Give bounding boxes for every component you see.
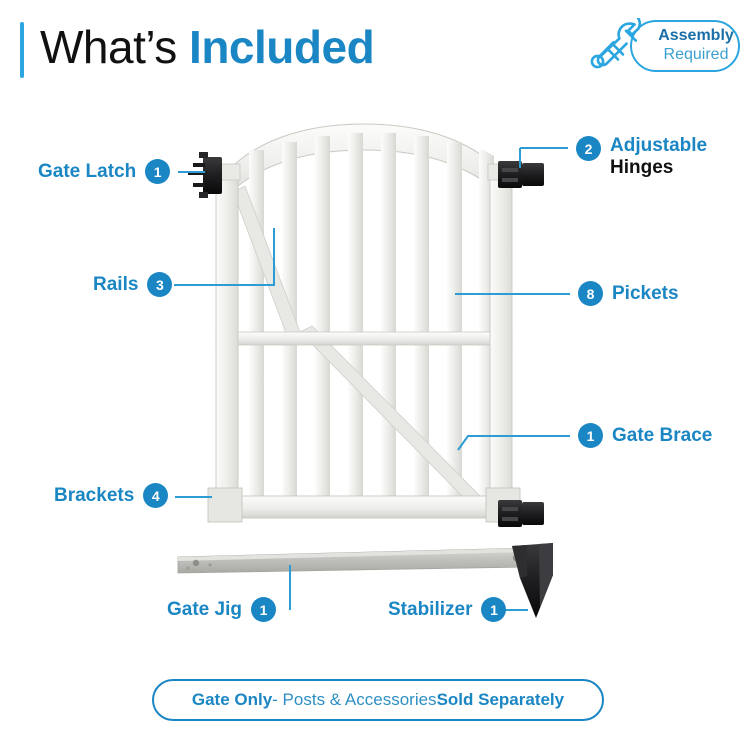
callout-brackets-count: 4 [143,483,169,508]
callout-stabilizer-label: Stabilizer [388,598,473,620]
gate-right-stile [489,169,513,519]
gate-only-banner: Gate Only - Posts & Accessories Sold Sep… [152,679,604,721]
vinyl-gate-assembly [207,123,521,523]
banner-strong-2: Sold Separately [436,690,565,709]
picket-6 [414,136,429,512]
callout-gate-jig-label: Gate Jig [167,598,242,620]
gate-left-stile [215,169,239,519]
callout-adjustable-hinges[interactable]: 2 Adjustable Hinges [576,135,707,179]
gate-middle-rail [215,331,513,346]
gate-stile-cap-right [487,163,515,181]
gate-jig-bar [177,547,530,574]
callout-rails[interactable]: Rails 3 [93,272,173,297]
gate-arched-top-rail [217,123,511,208]
callout-brackets-label: Brackets [54,484,135,506]
page-title-light: What’s [40,21,190,73]
callout-hinges-labels: Adjustable Hinges [610,135,707,179]
banner-regular: - Posts & Accessories [272,690,437,709]
leader-lines [174,147,570,611]
banner-strong-1: Gate Only [191,690,273,709]
gate-latch-hardware [188,152,222,198]
wrench-icon [600,18,642,57]
title-accent-bar [20,22,24,78]
callout-brackets[interactable]: Brackets 4 [54,483,169,508]
assembly-label-line2: Required [663,46,729,63]
leader-gate-brace [457,435,570,451]
gate-stile-cap-left [213,163,241,181]
callout-rails-count: 3 [147,272,173,297]
gate-pickets-group [249,133,494,512]
stabilizer-wedge [512,543,553,618]
callout-gate-latch[interactable]: Gate Latch 1 [38,159,171,184]
picket-4 [348,133,363,512]
assembly-required-badge: Assembly Required [588,18,744,76]
callout-pickets-count: 8 [578,281,603,306]
assembly-tools-icon [590,18,642,69]
screwdriver-icon [596,29,638,67]
picket-8 [479,150,494,512]
callout-rails-label: Rails [93,273,139,295]
picket-2 [282,142,297,512]
gate-brace [232,185,481,503]
callout-gate-brace[interactable]: 1 Gate Brace [578,423,712,448]
adjustable-hinge-bottom [498,500,544,527]
callout-gate-brace-label: Gate Brace [612,424,713,446]
picket-1 [249,150,264,512]
assembly-label-line1: Assembly [658,27,734,44]
assembly-badge-pill [630,20,740,72]
adjustable-hinge-top [498,161,544,188]
callout-hinges-count: 2 [576,136,601,161]
callout-hinges-label-line2: Hinges [610,157,674,178]
picket-5 [381,133,396,512]
gate-bracket-left [207,487,243,523]
callout-hinges-label-line1: Adjustable [610,135,708,156]
callout-pickets[interactable]: 8 Pickets [578,281,679,306]
callout-gate-brace-count: 1 [578,423,603,448]
callout-pickets-label: Pickets [612,282,679,304]
callout-gate-latch-label: Gate Latch [38,160,137,182]
callout-gate-jig[interactable]: Gate Jig 1 [167,597,276,622]
callout-gate-jig-count: 1 [250,597,276,622]
page-title-bold: Included [189,21,375,73]
callout-stabilizer[interactable]: Stabilizer 1 [388,597,507,622]
gate-bottom-rail [215,495,513,519]
callout-stabilizer-count: 1 [481,597,507,622]
callout-gate-latch-count: 1 [145,159,171,184]
picket-3 [315,136,330,512]
wrench-ring [590,54,605,69]
picket-7 [447,142,462,512]
leader-rails [174,228,275,286]
assembly-badge-text: Assembly Required [648,26,744,64]
gate-bracket-right [485,487,521,523]
page-title: What’s Included [40,14,375,80]
